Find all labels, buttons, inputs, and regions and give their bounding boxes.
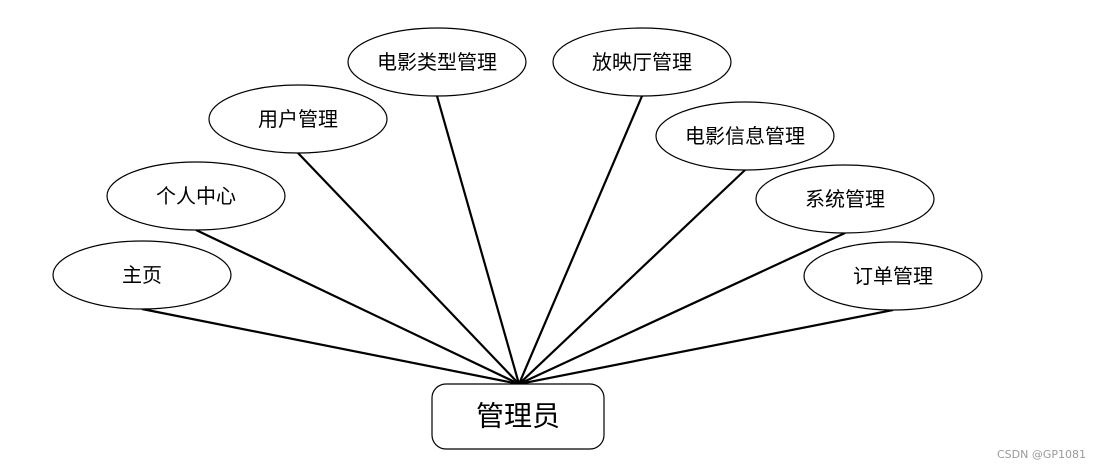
root-node-admin: 管理员 (431, 383, 605, 450)
node-home: 主页 (52, 240, 232, 310)
node-user-management-label: 用户管理 (258, 107, 338, 131)
node-system-management-label: 系统管理 (805, 187, 885, 211)
node-screening-hall-management-label: 放映厅管理 (592, 50, 692, 74)
edge-line-2 (195, 229, 520, 385)
node-personal-center-ellipse (106, 161, 286, 231)
node-screening-hall-management-ellipse (552, 27, 732, 97)
node-user-management: 用户管理 (208, 84, 388, 154)
edge-group (141, 95, 894, 386)
node-order-management-label: 订单管理 (853, 264, 933, 288)
edge-line-7 (518, 232, 846, 385)
node-screening-hall-management: 放映厅管理 (552, 27, 732, 97)
edge-line-4 (435, 95, 521, 385)
watermark: CSDN @GP1081 (996, 448, 1086, 461)
node-movie-info-management: 电影信息管理 (655, 101, 835, 171)
node-movie-type-management-label: 电影类型管理 (377, 50, 497, 74)
node-home-ellipse (52, 240, 232, 310)
node-movie-info-management-label: 电影信息管理 (685, 124, 805, 148)
root-node-admin-box (431, 383, 605, 450)
node-movie-info-management-ellipse (655, 101, 835, 171)
node-home-label: 主页 (122, 263, 162, 287)
node-personal-center: 个人中心 (106, 161, 286, 231)
node-movie-type-management-ellipse (347, 27, 527, 97)
node-system-management: 系统管理 (755, 164, 935, 234)
edge-line-1 (141, 307, 520, 386)
root-node-admin-label: 管理员 (476, 400, 560, 433)
node-order-management-ellipse (803, 241, 983, 311)
edge-line-5 (517, 95, 644, 385)
node-personal-center-label: 个人中心 (156, 184, 236, 208)
edge-line-8 (518, 308, 894, 386)
node-movie-type-management: 电影类型管理 (347, 27, 527, 97)
edge-line-6 (518, 169, 746, 385)
node-user-management-ellipse (208, 84, 388, 154)
node-system-management-ellipse (755, 164, 935, 234)
node-order-management: 订单管理 (803, 241, 983, 311)
edge-line-3 (297, 152, 520, 385)
